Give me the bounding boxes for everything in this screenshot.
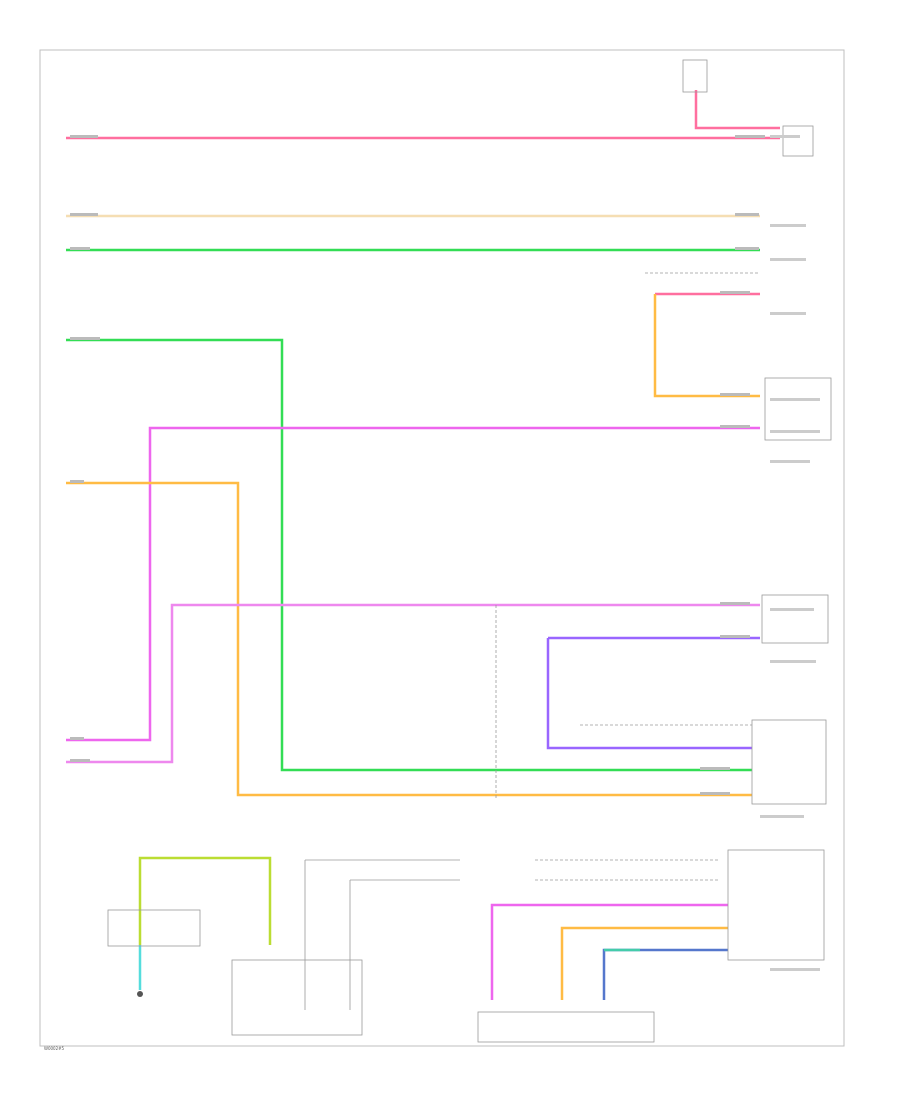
diagram-code: W0002#5 [44, 1046, 64, 1051]
wire-pink-lower [66, 594, 829, 800]
wire-orange [66, 481, 752, 797]
wire-pink-top [66, 59, 814, 157]
wire-teal-vertical [66, 338, 752, 772]
wire-magenta [66, 426, 760, 742]
wire-label-markers [70, 135, 820, 971]
diagram-frame [39, 49, 845, 1047]
component-center-connector [231, 859, 460, 1036]
wire-seatbelt-loop [645, 272, 832, 441]
component-right-module [477, 849, 825, 1043]
component-left-sensor [107, 856, 272, 997]
